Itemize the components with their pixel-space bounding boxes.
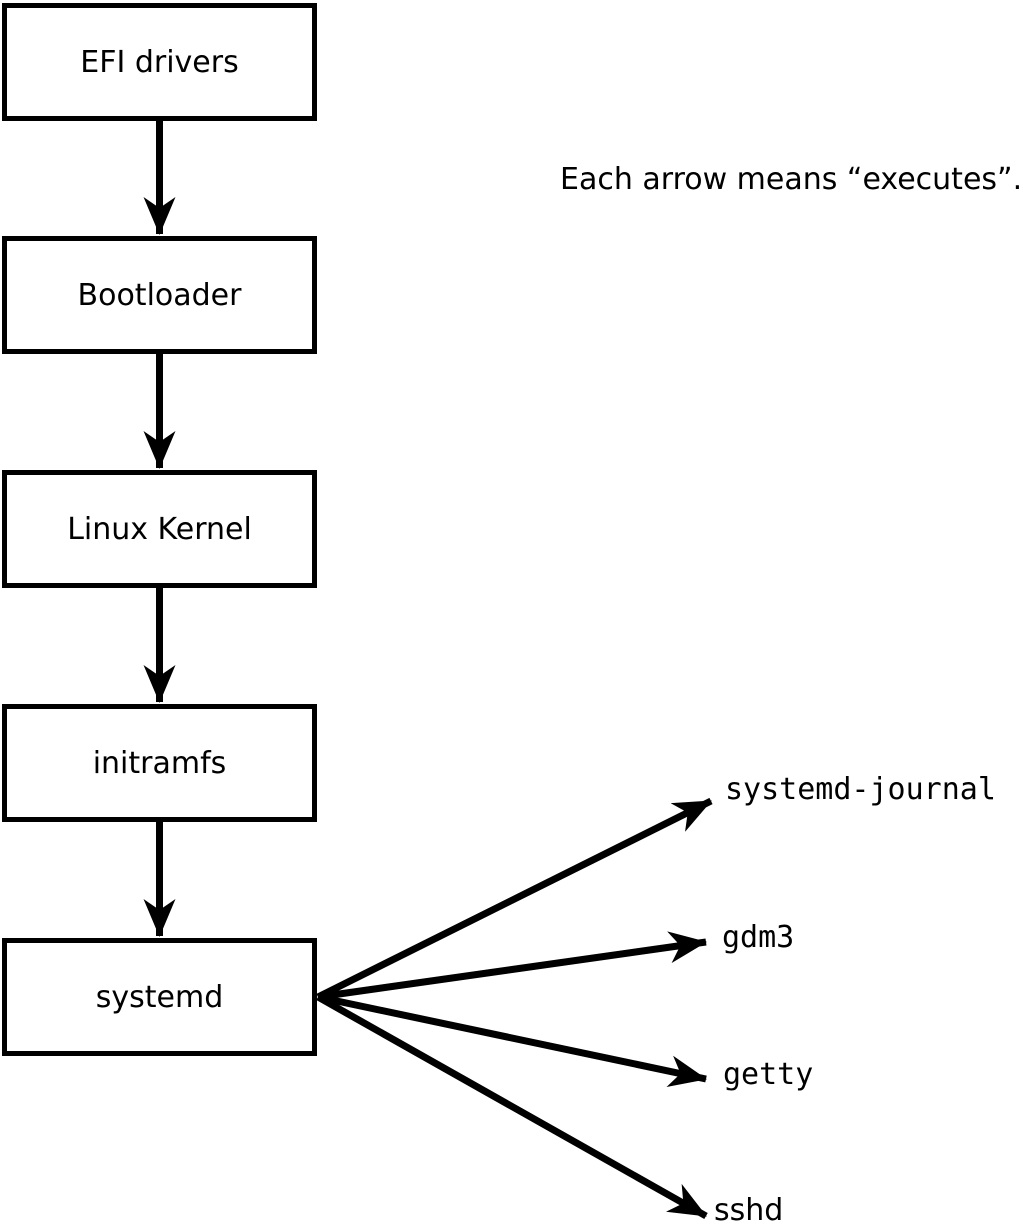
box-bootloader: Bootloader	[2, 236, 317, 354]
box-systemd: systemd	[2, 938, 317, 1056]
box-systemd-label: systemd	[95, 979, 224, 1015]
executes-arrow-systemd-to-journal	[316, 797, 713, 1001]
process-label-sshd: sshd	[714, 1193, 784, 1228]
box-linux-kernel: Linux Kernel	[2, 470, 317, 588]
arrow-meaning-annotation: Each arrow means “executes”.	[560, 162, 1023, 197]
executes-arrow-systemd-to-sshd	[316, 993, 708, 1220]
box-linux-kernel-label: Linux Kernel	[67, 511, 252, 547]
box-efi-drivers-label: EFI drivers	[80, 44, 239, 80]
box-initramfs-label: initramfs	[92, 745, 227, 781]
box-efi-drivers: EFI drivers	[2, 3, 317, 121]
box-initramfs: initramfs	[2, 704, 317, 822]
executes-arrow-systemd-to-getty	[317, 993, 707, 1088]
executes-arrow-systemd-to-gdm3	[317, 931, 707, 1001]
process-label-getty: getty	[723, 1057, 814, 1092]
process-label-systemd-journal: systemd-journal	[725, 772, 996, 807]
process-label-gdm3: gdm3	[722, 920, 795, 955]
box-bootloader-label: Bootloader	[77, 277, 242, 313]
